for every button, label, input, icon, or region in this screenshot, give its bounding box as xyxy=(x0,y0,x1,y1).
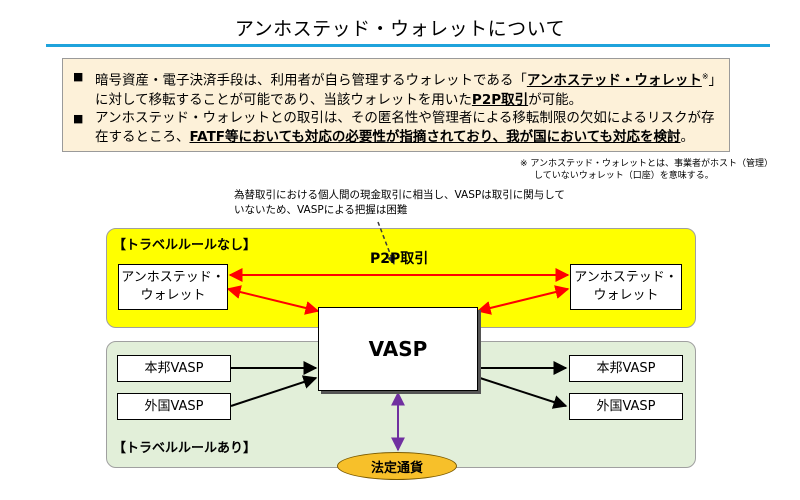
callout-dashed-arrow xyxy=(377,221,396,265)
unhosted-wallet-right-line-1: アンホステッド・ xyxy=(574,270,678,285)
bullet-1-text-mid: 」に対して移転することが可能であり、当該ウォレットを用いた xyxy=(95,72,716,108)
footnote-line-1: ※ アンホステッド・ウォレットとは、事業者がホスト（管理） xyxy=(520,159,774,169)
summary-box: ■ 暗号資産・電子決済手段は、利用者が自ら管理するウォレットである「アンホステッ… xyxy=(62,58,730,152)
callout-note: 為替取引における個人間の現金取引に相当し、VASPは取引に関与して いないため、… xyxy=(234,188,584,218)
page-title: アンホステッド・ウォレットについて xyxy=(234,18,566,40)
summary-bullet-2-text: アンホステッド・ウォレットとの取引は、その匿名性や管理者による移転制限の欠如によ… xyxy=(95,109,721,147)
unhosted-wallet-term: アンホステッド・ウォレット xyxy=(526,72,702,89)
p2p-label: P2P取引 xyxy=(370,251,429,267)
unhosted-wallet-right-line-2: ウォレット xyxy=(593,288,659,303)
footnote: ※ アンホステッド・ウォレットとは、事業者がホスト（管理） していないウォレット… xyxy=(520,158,780,182)
callout-line-1: 為替取引における個人間の現金取引に相当し、VASPは取引に関与して xyxy=(234,189,565,201)
foreign-right-arrow xyxy=(479,377,568,409)
unhosted-wallet-left-line-1: アンホステッド・ xyxy=(121,270,225,285)
unhosted-wallet-left-line-2: ウォレット xyxy=(140,288,206,303)
bullet-square-icon: ■ xyxy=(73,70,84,83)
fiat-currency-ellipse: 法定通貨 xyxy=(337,452,457,480)
foreign-vasp-right: 外国VASP xyxy=(569,393,683,420)
foreign-left-arrow xyxy=(230,375,318,407)
bullet-2-text-post: 。 xyxy=(680,129,695,145)
footnote-mark: ※ xyxy=(701,72,709,81)
vasp-unhosted-right-arrow xyxy=(476,285,570,315)
summary-bullet-1-text: 暗号資産・電子決済手段は、利用者が自ら管理するウォレットである「アンホステッド・… xyxy=(95,67,721,110)
domestic-vasp-left: 本邦VASP xyxy=(117,355,231,382)
bullet-square-icon: ■ xyxy=(73,112,84,125)
zone-no-travel-rule-label: 【トラベルルールなし】 xyxy=(113,238,257,253)
unhosted-wallet-right: アンホステッド・ウォレット xyxy=(570,264,682,310)
domestic-vasp-right: 本邦VASP xyxy=(569,355,683,382)
foreign-vasp-left: 外国VASP xyxy=(117,393,231,420)
footnote-line-2: していないウォレット（口座）を意味する。 xyxy=(534,171,714,181)
bullet-2-text-pre: アンホステッド・ウォレットとの取引は、その匿名性や管理者による移転制限の欠如によ… xyxy=(95,110,715,145)
fatf-emphasis: FATF等においても対応の必要性が指摘されており、我が国においても対応を検討 xyxy=(189,129,681,145)
bullet-1-text-post: が可能。 xyxy=(528,91,583,108)
vasp-unhosted-left-arrow xyxy=(226,285,320,315)
vasp-box: VASP xyxy=(318,307,478,391)
callout-line-2: いないため、VASPによる把握は困難 xyxy=(234,204,408,216)
zone-travel-rule-label: 【トラベルルールあり】 xyxy=(113,441,257,456)
bullet-1-text-pre: 暗号資産・電子決済手段は、利用者が自ら管理するウォレットである「 xyxy=(95,72,527,89)
unhosted-wallet-left: アンホステッド・ウォレット xyxy=(118,264,228,310)
title-underline xyxy=(46,44,770,47)
p2p-term: P2P取引 xyxy=(471,91,529,108)
